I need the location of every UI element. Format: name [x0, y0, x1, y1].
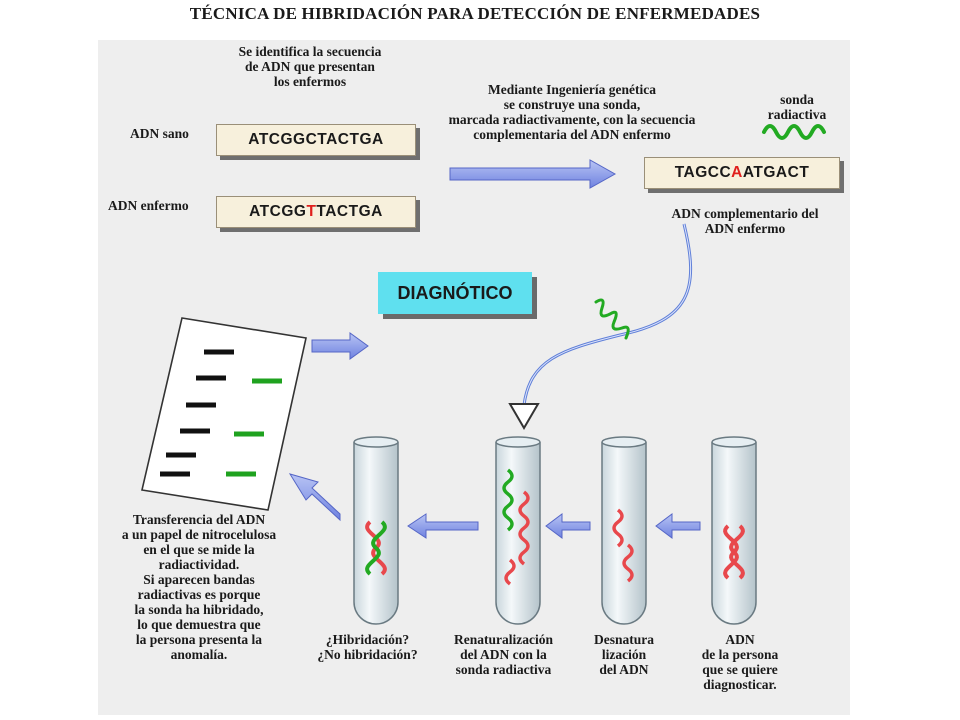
- transfer-text: Transferencia del ADN a un papel de nitr…: [121, 512, 277, 662]
- test-tube-patient-dna: [711, 436, 757, 625]
- probe-fragment: [594, 298, 630, 340]
- arrow-tube-3-to-2: [655, 513, 701, 539]
- curved-arrow-to-tube: [508, 223, 693, 430]
- tube-caption-renaturation: Renaturalización del ADN con la sonda ra…: [454, 632, 553, 677]
- healthy-dna-sequence: ATCGGCTACTGA: [216, 124, 416, 156]
- engineering-text: Mediante Ingeniería genética se construy…: [448, 82, 696, 142]
- arrow-tube-2-to-1: [545, 513, 591, 539]
- test-tube-hybridization: [353, 436, 399, 625]
- tube-caption-denaturation: Desnatura lización del ADN: [594, 632, 654, 677]
- probe-squiggle: [762, 124, 826, 140]
- arrow-to-paper: [288, 473, 341, 522]
- complement-base: A: [731, 164, 743, 181]
- tube-caption-patient-dna: ADN de la persona que se quiere diagnost…: [701, 632, 779, 692]
- test-tube-denaturation: [601, 436, 647, 625]
- sick-dna-label: ADN enfermo: [108, 198, 189, 213]
- arrow-to-probe: [449, 159, 617, 189]
- sick-dna-sequence: ATCGGTTACTGA: [216, 196, 416, 228]
- intro-text: Se identifica la secuencia de ADN que pr…: [238, 44, 382, 89]
- diagnosis-box: DIAGNÓTICO: [378, 272, 532, 314]
- page-title: TÉCNICA DE HIBRIDACIÓN PARA DETECCIÓN DE…: [189, 4, 761, 23]
- arrow-to-diagnosis: [311, 332, 369, 360]
- mutation-base: T: [306, 203, 317, 220]
- probe-label: sonda radiactiva: [767, 92, 827, 122]
- complement-text: ADN complementario del ADN enfermo: [671, 206, 819, 236]
- nitrocellulose-paper: [141, 317, 307, 511]
- arrow-tube-1-to-0: [407, 513, 479, 539]
- healthy-dna-label: ADN sano: [130, 126, 189, 141]
- probe-sequence: TAGCCAATGACT: [644, 157, 840, 189]
- tube-caption-hybridization: ¿Hibridación? ¿No hibridación?: [317, 632, 418, 662]
- test-tube-renaturation: [495, 436, 541, 625]
